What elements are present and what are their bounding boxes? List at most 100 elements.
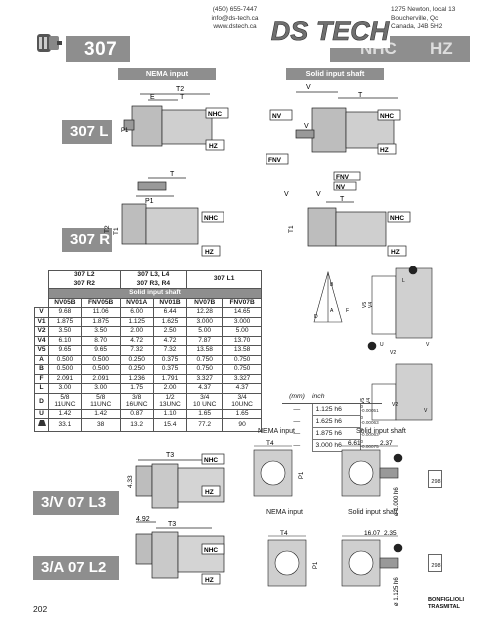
label-235: 2.35 (384, 530, 397, 537)
label-dia-1125: ø 1.125 h6 (394, 577, 400, 606)
label-492: 4.92 (136, 516, 150, 523)
view-label-3v07l3: 3/V 07 L3 (33, 491, 119, 515)
label-u: U (380, 342, 384, 348)
label-nhc: NHC (390, 215, 404, 222)
table-cell: 0.500 (80, 364, 121, 375)
table-cell: 0.500 (48, 354, 82, 365)
drawing-307r-nema: T P1 T2 T1 NHC HZ (104, 171, 224, 257)
row-label: L (34, 383, 49, 394)
label-d: D (314, 314, 318, 320)
label-v2: V2 (392, 402, 398, 408)
table-cell: 2.50 (152, 326, 188, 337)
label-f: F (346, 308, 349, 314)
shaft-tolerance: 0-0.00063 (360, 415, 379, 425)
label-t: T (358, 92, 363, 99)
address-line-3: Canada, J4B 5H2 (391, 23, 443, 31)
table-corner (35, 271, 49, 299)
label-p1: P1 (313, 561, 319, 569)
label-v: V (426, 342, 430, 348)
label-fnv: FNV (336, 174, 350, 181)
label-t1: T1 (113, 227, 120, 235)
table-cell: 7.32 (119, 345, 154, 356)
label-p1: P1 (121, 128, 129, 134)
label-t4: T4 (280, 530, 288, 537)
table-cell: 3.000 (186, 316, 224, 327)
table-cell: 14.65 (222, 307, 262, 318)
shaft-code: — (293, 441, 301, 449)
table-cell: 38 (80, 418, 121, 432)
label-p1: P1 (299, 471, 305, 479)
table-cell: 0.750 (222, 364, 262, 375)
group-header-l1: 307 L1 (186, 270, 262, 289)
table-cell: 1.236 (119, 373, 154, 384)
drawing-307r-shaft: FNV NV V V T T1 NHC HZ (284, 171, 411, 257)
table-cell: 1.791 (152, 373, 188, 384)
table-cell: 3/4 10UNC (222, 392, 262, 410)
group-header-l2: 307 L2 307 R2 (48, 270, 121, 289)
row-label: V5 (34, 345, 49, 356)
table-cell: 1.625 (152, 316, 188, 327)
table-cell: 13.58 (186, 345, 224, 356)
table-cell: 6.00 (119, 307, 154, 318)
phone-text: (450) 655-7447 (212, 6, 258, 13)
table-cell: 3.000 (222, 316, 262, 327)
label-661: 6.61 (348, 440, 361, 447)
row-label: U (34, 408, 49, 419)
drawing-307l-nema: T2 E T P1 NHC HZ (121, 86, 229, 151)
nema-input-small-label: NEMA input (258, 428, 295, 435)
label-nhc: NHC (208, 111, 222, 118)
label-v4: V4 (368, 302, 374, 308)
label-v: V (306, 84, 311, 91)
row-label: V4 (34, 335, 49, 346)
website-text: www.dstech.ca (213, 23, 257, 31)
table-cell: 13.70 (222, 335, 262, 346)
catalog-page-icon[interactable]: 298 (428, 470, 442, 488)
row-label: F (34, 373, 49, 384)
table-cell: 3.327 (222, 373, 262, 384)
shaft-code: — (293, 429, 301, 437)
table-cell: 1.125 (119, 316, 154, 327)
table-cell: 1.65 (222, 408, 262, 419)
view-label-307r: 307 R (62, 228, 112, 252)
table-cell: 9.65 (48, 345, 82, 356)
address-line-2: Boucherville, Qc (391, 14, 439, 22)
table-cell: 5/8 11UNC (48, 392, 82, 410)
table-cell: 33.1 (48, 418, 82, 432)
model-number: 307 (84, 39, 118, 60)
table-cell: 6.44 (152, 307, 188, 318)
shaft-detail-drawing: B D A F V5 V4 L U V2 V V5 V4 V2 V (313, 266, 433, 421)
table-cell: 0.375 (152, 354, 188, 365)
label-nhc: NHC (380, 113, 394, 120)
row-label: V2 (34, 326, 49, 337)
label-b: B (330, 282, 334, 288)
email-text: info@ds-tech.ca (211, 14, 259, 22)
col-header: FNV07B (222, 297, 262, 308)
table-cell: 3.327 (186, 373, 224, 384)
col-header: NV07B (186, 297, 224, 308)
table-cell: 0.750 (186, 364, 224, 375)
label-nv: NV (336, 184, 346, 191)
table-cell: 4.72 (152, 335, 188, 346)
table-cell: 13.58 (222, 345, 262, 356)
table-cell: 4.72 (119, 335, 154, 346)
table-cell: 1.42 (48, 408, 82, 419)
shaft-tolerance: 0-0.00075 (360, 439, 379, 449)
catalog-page-icon[interactable]: 298 (428, 554, 442, 572)
label-t4: T4 (266, 440, 274, 447)
label-v: V (284, 191, 289, 198)
label-t2: T2 (176, 86, 184, 93)
table-cell: 8.70 (80, 335, 121, 346)
table-cell: 2.00 (119, 326, 154, 337)
label-1607: 16.07 (364, 530, 381, 537)
solid-input-shaft-small-label-2: Solid input shaft (348, 509, 398, 516)
nema-input-detail-a: T4 P1 (253, 440, 305, 497)
label-a: A (330, 308, 334, 314)
table-cell: 3.50 (80, 326, 121, 337)
label-hz: HZ (205, 489, 214, 496)
label-hz: HZ (391, 249, 400, 256)
label-dia-1000: ø 1.000 h6 (394, 487, 400, 516)
